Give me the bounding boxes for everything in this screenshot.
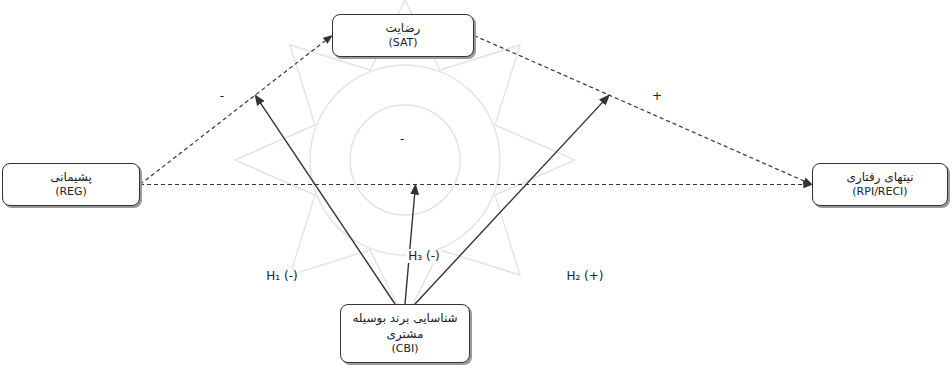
dashed-path [474, 36, 812, 185]
dashed-path [140, 36, 332, 185]
construct-box: رضایت(SAT) [332, 14, 474, 57]
moderation-arrow [255, 95, 395, 304]
construct-name: پشیمانی [9, 169, 133, 185]
watermark-ring [350, 105, 460, 215]
hypothesis-label: H₁ (-) [264, 269, 299, 283]
construct-box: نیتهای رفتاری(RPI/RECI) [812, 163, 948, 206]
construct-name: رضایت [339, 20, 467, 36]
construct-code: (CBI) [347, 342, 463, 357]
watermark-ring [310, 65, 500, 255]
hypothesis-label: H₂ (+) [564, 269, 605, 283]
watermark-star [235, 0, 575, 320]
construct-name: نیتهای رفتاری [819, 169, 941, 185]
construct-code: (REG) [9, 185, 133, 200]
watermark-shape [235, 0, 575, 320]
construct-name: شناسایی برند بوسیله مشتری [347, 310, 463, 342]
path-sign: - [218, 89, 226, 103]
moderation-arrow [415, 95, 609, 304]
hypothesis-label: H₃ (-) [406, 249, 441, 263]
construct-code: (SAT) [339, 36, 467, 51]
construct-box: پشیمانی(REG) [2, 163, 140, 206]
dashed-path [140, 184, 812, 185]
moderation-arrow [405, 185, 416, 304]
construct-code: (RPI/RECI) [819, 185, 941, 200]
moderator-box: شناسایی برند بوسیله مشتری(CBI) [340, 304, 470, 363]
path-sign: - [398, 132, 406, 146]
path-sign: + [650, 89, 664, 103]
